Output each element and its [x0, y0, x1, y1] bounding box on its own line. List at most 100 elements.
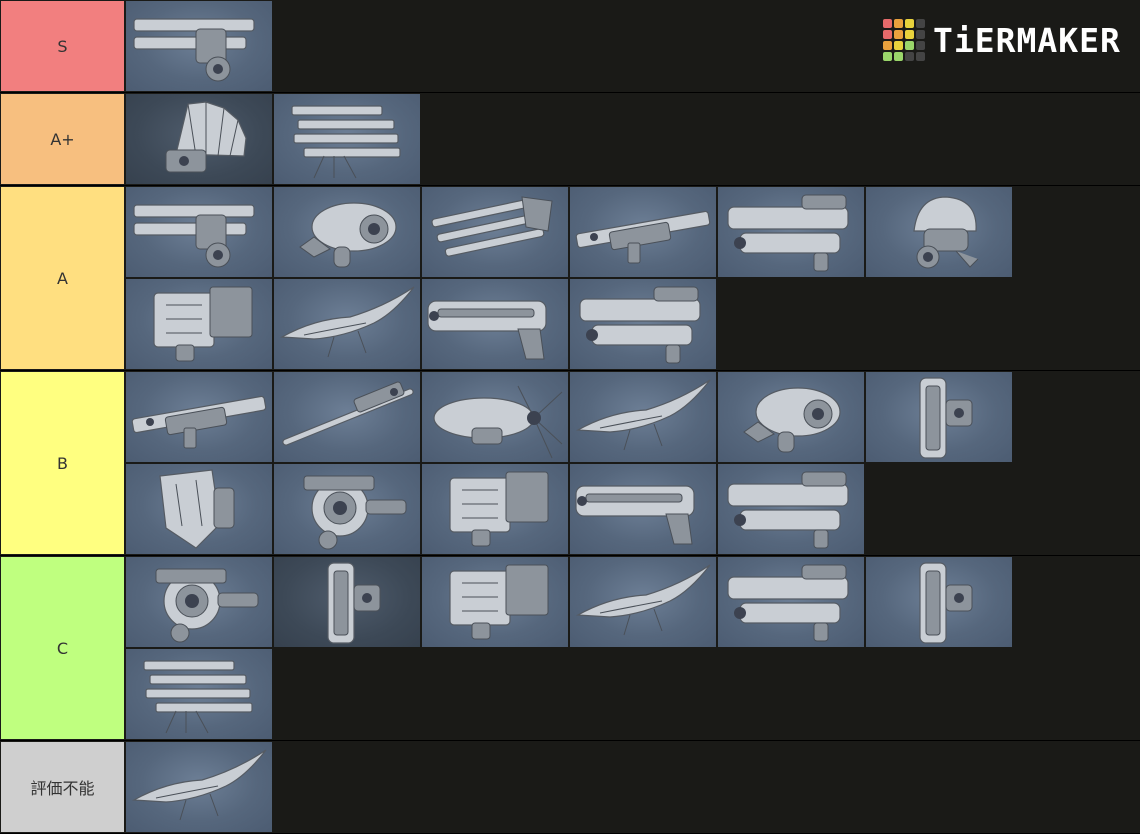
- tier-item-crest-shield[interactable]: [126, 464, 272, 554]
- small-rack-image: [919, 562, 973, 644]
- logo-grid-cell: [894, 52, 903, 61]
- wing-blade-gun-image: [279, 286, 415, 358]
- tier-label[interactable]: B: [1, 372, 124, 554]
- tier-row-4: B: [0, 371, 1140, 555]
- logo-grid-cell: [894, 19, 903, 28]
- tier-item-cylinder-grenade[interactable]: [274, 557, 420, 647]
- tier-item-shark-head-gun[interactable]: [718, 372, 864, 462]
- tier-row-2: A+: [0, 93, 1140, 185]
- tier-items: [126, 0, 1140, 92]
- tier-item-capsule-gun[interactable]: [570, 557, 716, 647]
- tier-item-multi-rack-launcher[interactable]: [274, 94, 420, 184]
- capsule-gun-image: [575, 564, 711, 636]
- tier-row-3: A: [0, 186, 1140, 370]
- tier-label[interactable]: S: [1, 1, 124, 91]
- tier-item-sniper-rifle[interactable]: [126, 372, 272, 462]
- tier-item-box-launcher[interactable]: [126, 279, 272, 369]
- tier-label[interactable]: A+: [1, 94, 124, 184]
- logo-grid-cell: [894, 30, 903, 39]
- fan-shield-unit-image: [165, 101, 247, 173]
- logo-grid-cell: [905, 19, 914, 28]
- tier-item-double-shotgun[interactable]: [126, 187, 272, 277]
- logo-grid-cell: [905, 52, 914, 61]
- tier-item-wing-blade-gun[interactable]: [274, 279, 420, 369]
- tier-row-1: S: [0, 0, 1140, 92]
- tier-item-drum-projector[interactable]: [274, 464, 420, 554]
- vertical-shield-image: [919, 377, 973, 459]
- tier-item-dome-emitter[interactable]: [866, 187, 1012, 277]
- long-tube-cannon-image: [427, 300, 547, 360]
- logo-grid-cell: [894, 41, 903, 50]
- tier-label[interactable]: C: [1, 557, 124, 739]
- tier-item-armored-cannon[interactable]: [718, 557, 864, 647]
- tier-items: [126, 93, 1140, 185]
- tier-item-triple-barrel-gun[interactable]: [422, 187, 568, 277]
- lance-rifle-image: [282, 381, 414, 446]
- tier-row-5: C: [0, 556, 1140, 740]
- triple-barrel-gun-image: [431, 196, 553, 257]
- tier-item-propeller-pod[interactable]: [422, 372, 568, 462]
- tier-item-gatling-hub[interactable]: [126, 557, 272, 647]
- stacked-cannon-image: [727, 471, 849, 549]
- logo-grid-cell: [916, 19, 925, 28]
- double-shotgun-image: [133, 204, 255, 268]
- logo-grid-cell: [883, 52, 892, 61]
- logo-grid-cell: [883, 30, 892, 39]
- tier-item-heavy-cannon-pod[interactable]: [718, 187, 864, 277]
- gatling-hub-image: [155, 568, 259, 643]
- crate-launcher-image: [449, 564, 549, 640]
- tier-item-long-tube-cannon[interactable]: [422, 279, 568, 369]
- manta-blade-image: [131, 749, 267, 821]
- propeller-pod-image: [433, 385, 563, 459]
- multi-rack-launcher-image: [291, 105, 401, 179]
- tier-items: [126, 741, 1140, 833]
- drum-projector-image: [303, 475, 407, 550]
- logo-grid-cell: [905, 41, 914, 50]
- tier-item-lance-rifle[interactable]: [274, 372, 420, 462]
- tier-item-compact-blaster[interactable]: [570, 279, 716, 369]
- orb-projector-image: [299, 202, 397, 268]
- tier-item-crate-launcher[interactable]: [422, 557, 568, 647]
- tier-item-long-barrel-railgun[interactable]: [570, 464, 716, 554]
- tier-item-stacked-cannon[interactable]: [718, 464, 864, 554]
- logo-grid-cell: [916, 41, 925, 50]
- tier-item-manta-blade[interactable]: [126, 742, 272, 832]
- tier-items: [126, 371, 1140, 555]
- logo-grid-cell: [883, 19, 892, 28]
- tier-item-fan-shield-unit[interactable]: [126, 94, 272, 184]
- heavy-cannon-pod-image: [727, 194, 849, 272]
- crest-shield-image: [159, 469, 235, 549]
- tier-item-missile-block[interactable]: [126, 649, 272, 739]
- tier-row-6: 評価不能: [0, 741, 1140, 833]
- tier-item-twin-barrel-cannon[interactable]: [126, 1, 272, 91]
- tier-item-vertical-shield[interactable]: [866, 372, 1012, 462]
- cylinder-grenade-image: [327, 562, 381, 644]
- tier-item-twin-missile-pod[interactable]: [422, 464, 568, 554]
- long-barrel-railgun-image: [575, 485, 695, 545]
- tier-label[interactable]: A: [1, 187, 124, 369]
- tier-item-orb-projector[interactable]: [274, 187, 420, 277]
- box-launcher-image: [153, 286, 253, 362]
- shark-head-gun-image: [743, 387, 841, 453]
- dome-emitter-image: [913, 196, 979, 269]
- long-rifle-heavy-image: [575, 210, 711, 264]
- tiermaker-grid-icon: [883, 19, 925, 61]
- tiermaker-logo: TiERMAKER: [883, 19, 1121, 61]
- missile-block-image: [143, 660, 253, 734]
- twin-barrel-cannon-image: [133, 18, 255, 82]
- tier-items: [126, 186, 1140, 370]
- logo-grid-cell: [883, 41, 892, 50]
- tier-items: [126, 556, 1140, 740]
- tier-item-small-rack[interactable]: [866, 557, 1012, 647]
- logo-grid-cell: [916, 30, 925, 39]
- tier-item-winged-blaster[interactable]: [570, 372, 716, 462]
- tier-item-long-rifle-heavy[interactable]: [570, 187, 716, 277]
- twin-missile-pod-image: [449, 471, 549, 547]
- winged-blaster-image: [575, 379, 711, 451]
- tier-label[interactable]: 評価不能: [1, 742, 124, 832]
- logo-grid-cell: [916, 52, 925, 61]
- sniper-rifle-image: [131, 395, 267, 449]
- armored-cannon-image: [727, 564, 849, 642]
- tiermaker-wordmark: TiERMAKER: [933, 20, 1121, 60]
